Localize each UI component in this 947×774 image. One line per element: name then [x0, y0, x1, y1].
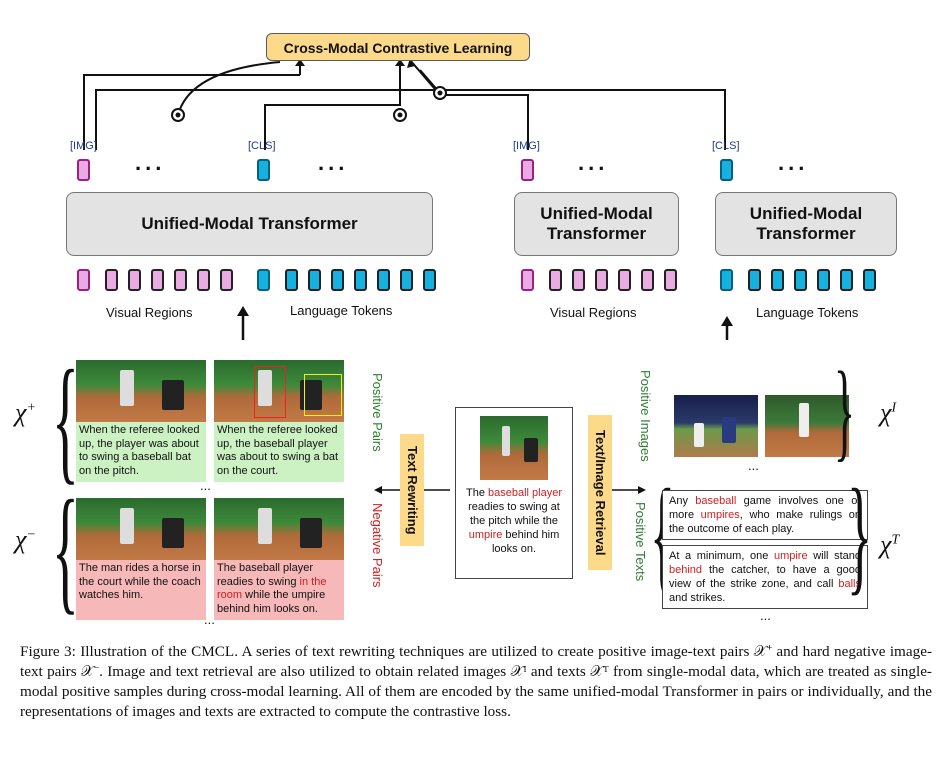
- negative-pair-card: The baseball player readies to swing in …: [214, 498, 344, 620]
- baseball-image: [214, 360, 344, 422]
- chi-plus-symbol: χ+: [15, 398, 36, 427]
- negative-pair-text: The baseball player readies to swing in …: [214, 560, 344, 620]
- right-brace-texts: {: [847, 463, 872, 607]
- visual-token: [77, 269, 90, 291]
- negative-pair-card: The man rides a horse in the court while…: [76, 498, 206, 620]
- language-token: [257, 269, 270, 291]
- baseball-image: [76, 498, 206, 560]
- positive-pair-card: When the referee looked up, the baseball…: [214, 360, 344, 482]
- line-img-to-top: [83, 74, 300, 150]
- language-token: [840, 269, 853, 291]
- connector-lines: [83, 58, 733, 340]
- language-token: [748, 269, 761, 291]
- chi-minus-symbol: χ−: [15, 525, 36, 554]
- visual-regions-label: Visual Regions: [106, 305, 193, 320]
- visual-token: [521, 269, 534, 291]
- cross-modal-contrastive-learning-box: Cross-Modal Contrastive Learning: [266, 33, 530, 61]
- text-image-retrieval-label: Text/Image Retrieval: [588, 415, 612, 570]
- language-token: [863, 269, 876, 291]
- visual-token: [641, 269, 654, 291]
- visual-token: [595, 269, 608, 291]
- transformer-label: Transformer: [756, 224, 856, 243]
- anchor-pair-card: The baseball player readies to swing at …: [455, 407, 573, 579]
- language-tokens-label: Language Tokens: [290, 303, 393, 318]
- language-token: [400, 269, 413, 291]
- positive-image-1: [674, 395, 758, 457]
- images-ellipsis: ...: [748, 458, 759, 473]
- left-brace-negative: {: [52, 472, 79, 627]
- visual-token: [174, 269, 187, 291]
- negative-pairs-label: Negative Pairs: [370, 503, 385, 588]
- positive-pair-card: When the referee looked up, the player w…: [76, 360, 206, 482]
- language-token: [354, 269, 367, 291]
- visual-token: [128, 269, 141, 291]
- positive-images-label: Positive Images: [638, 370, 653, 462]
- dots: ...: [318, 150, 349, 175]
- visual-token: [220, 269, 233, 291]
- language-token: [308, 269, 321, 291]
- transformer-label: Unified-Modal: [749, 204, 863, 223]
- img-output-token-right: [521, 159, 534, 181]
- visual-regions-label-right: Visual Regions: [550, 305, 637, 320]
- language-tokens-label-right: Language Tokens: [756, 305, 859, 320]
- transformer-label: Unified-Modal: [540, 204, 653, 223]
- positive-ellipsis: ...: [200, 478, 211, 493]
- visual-token: [572, 269, 585, 291]
- positive-pair-text: When the referee looked up, the baseball…: [214, 422, 344, 482]
- visual-token: [664, 269, 677, 291]
- img-tag-right: [IMG]: [513, 140, 540, 152]
- unified-modal-transformer-image: Unified-Modal Transformer: [514, 192, 679, 256]
- transformer-label: Transformer: [546, 224, 647, 243]
- texts-ellipsis: ...: [760, 608, 771, 623]
- negative-pair-text: The man rides a horse in the court while…: [76, 560, 206, 620]
- unified-modal-transformer-text: Unified-Modal Transformer: [715, 192, 897, 256]
- language-token: [817, 269, 830, 291]
- positive-pairs-label: Positive Pairs: [370, 373, 385, 452]
- baseball-image: [214, 498, 344, 560]
- positive-texts-label: Positive Texts: [633, 502, 648, 582]
- positive-pair-text: When the referee looked up, the player w…: [76, 422, 206, 482]
- language-token: [794, 269, 807, 291]
- chi-t-symbol: χT: [880, 530, 900, 559]
- language-token: [771, 269, 784, 291]
- dots: ...: [135, 150, 166, 175]
- cls-output-token-right: [720, 159, 733, 181]
- positive-text-1: Any baseball game involves one or more u…: [662, 490, 868, 540]
- unified-modal-transformer-main: Unified-Modal Transformer: [66, 192, 433, 256]
- left-brace-positive: {: [52, 342, 79, 497]
- visual-token: [618, 269, 631, 291]
- chi-i-symbol: χI: [880, 398, 897, 427]
- baseball-image: [76, 360, 206, 422]
- language-token: [377, 269, 390, 291]
- figure-caption: Figure 3: Illustration of the CMCL. A se…: [20, 643, 932, 720]
- anchor-caption: The baseball player readies to swing at …: [465, 487, 562, 555]
- right-brace-images: {: [833, 349, 855, 471]
- language-token: [720, 269, 733, 291]
- positive-image-2: [765, 395, 849, 457]
- dots: ...: [578, 150, 609, 175]
- language-token: [331, 269, 344, 291]
- img-tag: [IMG]: [70, 140, 97, 152]
- text-rewriting-label: Text Rewriting: [400, 434, 424, 546]
- language-token: [285, 269, 298, 291]
- cls-tag-right: [CLS]: [712, 140, 740, 152]
- dots: ...: [778, 150, 809, 175]
- visual-token: [197, 269, 210, 291]
- visual-token: [105, 269, 118, 291]
- img-output-token: [77, 159, 90, 181]
- cls-output-token: [257, 159, 270, 181]
- positive-text-2: At a minimum, one umpire will stand behi…: [662, 545, 868, 609]
- visual-token: [151, 269, 164, 291]
- visual-token: [549, 269, 562, 291]
- anchor-image: [480, 416, 548, 480]
- transformer-label: Unified-Modal Transformer: [141, 214, 358, 233]
- cls-tag: [CLS]: [248, 140, 276, 152]
- language-token: [423, 269, 436, 291]
- negative-ellipsis: ...: [204, 612, 215, 627]
